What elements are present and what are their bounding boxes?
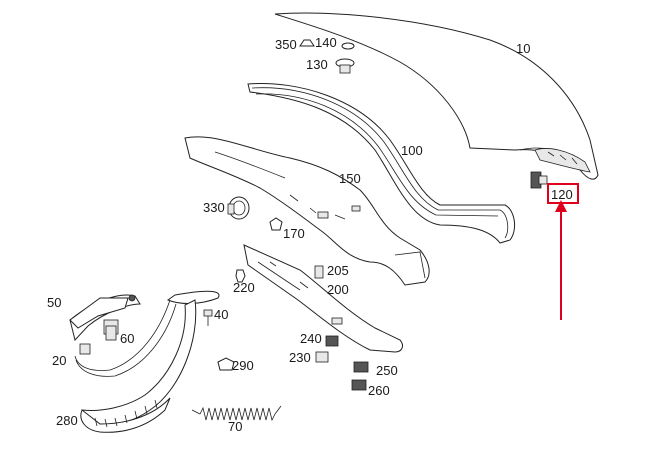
label-140: 140 xyxy=(315,35,337,50)
label-205: 205 xyxy=(327,263,349,278)
part-120-lock xyxy=(530,171,548,189)
part-290-cap xyxy=(217,357,235,371)
hinge-cover xyxy=(80,299,197,433)
label-100: 100 xyxy=(401,143,423,158)
part-60-clip xyxy=(105,325,117,341)
part-230-connector xyxy=(315,351,329,363)
label-250: 250 xyxy=(376,363,398,378)
label-120: 120 xyxy=(551,187,573,202)
part-40-bolt xyxy=(203,309,213,326)
part-50-bracket xyxy=(69,294,136,329)
label-150: 150 xyxy=(339,171,361,186)
label-230: 230 xyxy=(289,350,311,365)
label-170: 170 xyxy=(283,226,305,241)
label-70: 70 xyxy=(228,419,242,434)
part-170-clip xyxy=(269,217,283,231)
part-labels: 10 20 40 50 60 70 100 150 140 130 350 33… xyxy=(47,35,530,434)
highlight-arrow-head xyxy=(555,200,567,212)
trunk-lid-frame xyxy=(247,83,516,244)
part-140-plug xyxy=(341,42,355,50)
lower-trim-strip xyxy=(243,244,403,353)
torsion-spring xyxy=(191,405,282,422)
label-50: 50 xyxy=(47,295,61,310)
part-130-retainer xyxy=(335,58,355,74)
label-40: 40 xyxy=(214,307,228,322)
label-220: 220 xyxy=(233,280,255,295)
part-330-grommet xyxy=(227,196,250,220)
part-350-clip xyxy=(299,39,315,47)
label-290: 290 xyxy=(232,358,254,373)
label-260: 260 xyxy=(368,383,390,398)
label-280: 280 xyxy=(56,413,78,428)
label-240: 240 xyxy=(300,331,322,346)
part-260-clip xyxy=(351,379,367,391)
trunk-lid-panel xyxy=(274,12,599,180)
label-130: 130 xyxy=(306,57,328,72)
part-240-connector xyxy=(325,335,339,347)
label-60: 60 xyxy=(120,331,134,346)
label-350: 350 xyxy=(275,37,297,52)
label-10: 10 xyxy=(516,41,530,56)
label-330: 330 xyxy=(203,200,225,215)
part-250-clip xyxy=(353,361,369,373)
highlight-box xyxy=(547,183,579,204)
label-200: 200 xyxy=(327,282,349,297)
hardware-parts xyxy=(69,39,548,391)
highlight-120[interactable]: 120 xyxy=(547,183,579,320)
label-20: 20 xyxy=(52,353,66,368)
part-205-clip xyxy=(314,265,324,279)
inner-trim-panel xyxy=(184,136,430,286)
part-220-clip xyxy=(235,269,246,283)
